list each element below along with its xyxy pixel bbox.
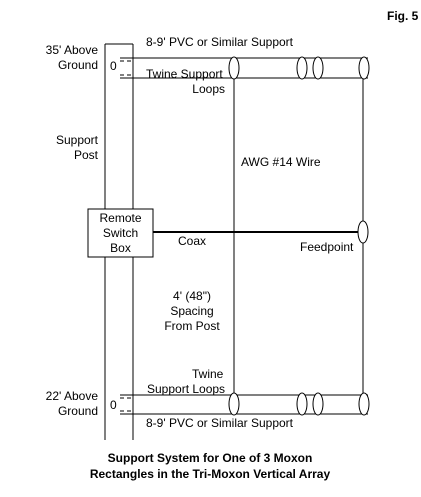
top-pvc-support <box>120 57 368 79</box>
support-post-label-line1: Support <box>56 133 99 147</box>
top-height-label-line2: Ground <box>58 58 98 72</box>
support-post-label-line2: Post <box>74 148 99 162</box>
switch-box-label-line2: Switch <box>103 226 138 240</box>
bottom-twine-loops <box>228 392 370 416</box>
top-post-mark: 0 <box>110 59 117 73</box>
spacing-label-line2: Spacing <box>170 304 213 318</box>
bottom-height-label-line2: Ground <box>58 404 98 418</box>
bottom-height-label-line1: 22' Above <box>46 389 99 403</box>
top-twine-label-line2: Loops <box>192 82 225 96</box>
caption-line2: Rectangles in the Tri-Moxon Vertical Arr… <box>90 467 331 481</box>
spacing-label-line3: From Post <box>164 319 220 333</box>
caption-line1: Support System for One of 3 Moxon <box>108 451 313 465</box>
remote-switch-box <box>87 208 154 258</box>
bottom-pvc-label: 8-9' PVC or Similar Support <box>146 416 294 430</box>
feedpoint-marker <box>357 220 369 244</box>
feedpoint-label: Feedpoint <box>300 240 354 254</box>
bottom-post-mark: 0 <box>110 398 117 412</box>
moxon-wire <box>233 79 364 393</box>
figure-number: Fig. 5 <box>387 9 419 23</box>
switch-box-label-line3: Box <box>110 241 131 255</box>
spacing-label-line1: 4' (48") <box>173 289 211 303</box>
bottom-twine-label-line1: Twine <box>192 367 224 381</box>
bottom-pvc-support <box>120 394 368 415</box>
top-twine-loops <box>228 56 370 80</box>
switch-box-label-line1: Remote <box>99 211 141 225</box>
coax-label: Coax <box>178 234 206 248</box>
top-pvc-label: 8-9' PVC or Similar Support <box>146 35 294 49</box>
top-twine-label-line1: Twine Support <box>146 67 223 81</box>
bottom-twine-label-line2: Support Loops <box>147 382 225 396</box>
top-height-label-line1: 35' Above <box>46 43 99 57</box>
wire-label: AWG #14 Wire <box>241 155 321 169</box>
